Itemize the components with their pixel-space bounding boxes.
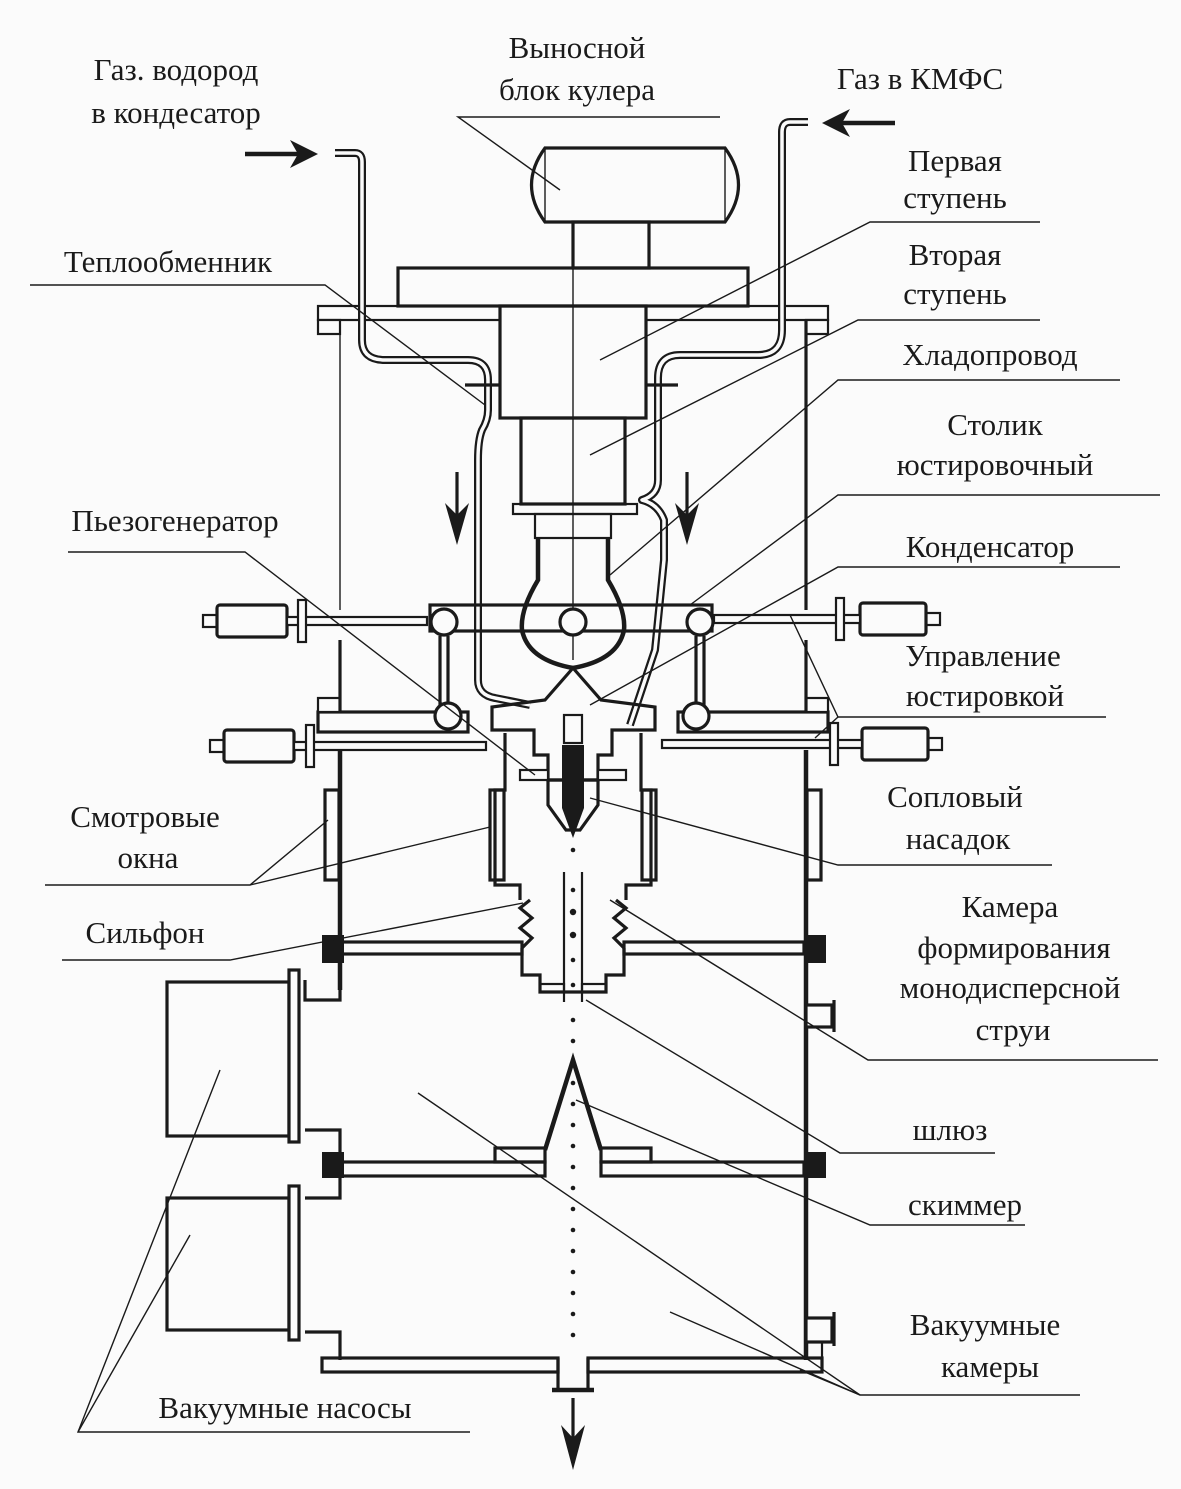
condenser: [490, 665, 657, 782]
droplet: [570, 1206, 576, 1212]
droplet: [570, 1311, 576, 1317]
droplet: [570, 1059, 576, 1065]
label-vacuum-pumps: Вакуумные насосы: [158, 1390, 411, 1425]
label-piezo-generator: Пьезогенератор: [71, 503, 278, 538]
label-first-stage-line2: ступень: [903, 180, 1006, 215]
droplet: [570, 1248, 576, 1254]
droplet: [570, 1143, 576, 1149]
droplet: [570, 1038, 576, 1044]
droplet: [570, 847, 576, 853]
label-gas-hydrogen-line2: в кондесатор: [91, 95, 261, 130]
label-remote-block-line1: Выносной: [509, 30, 646, 65]
label-alignment-table-line1: Столик: [947, 407, 1044, 442]
gas-line-right: [626, 118, 808, 727]
label-jet-chamber-line1: Камера: [962, 889, 1059, 924]
viewing-window-right: [640, 788, 823, 882]
droplet: [570, 1101, 576, 1107]
leader-lines: [30, 116, 1160, 1433]
lock-tube: [562, 872, 584, 1002]
droplet: [569, 908, 577, 916]
gas-line-left: [335, 149, 531, 709]
droplet: [570, 957, 576, 963]
droplet: [569, 931, 577, 939]
label-viewing-windows: Смотровые окна: [70, 799, 220, 875]
label-gas-hydrogen: Газ. водород в кондесатор: [91, 52, 261, 130]
label-jet-chamber-line2: формирования: [917, 930, 1110, 965]
label-nozzle-line1: Сопловый: [887, 779, 1023, 814]
label-remote-block: Выносной блок кулера: [499, 30, 655, 107]
viewing-window-left: [323, 788, 506, 882]
label-cold-duct: Хладопровод: [902, 337, 1078, 372]
label-lock: шлюз: [913, 1112, 988, 1147]
label-alignment-control-line1: Управление: [905, 638, 1060, 673]
label-skimmer: скиммер: [908, 1187, 1022, 1222]
label-viewing-windows-line2: окна: [118, 840, 179, 875]
inflow-arrow-left-icon: [245, 140, 318, 168]
inflow-arrow-right-icon: [822, 109, 895, 137]
droplet: [570, 887, 576, 893]
exhaust-arrow-icon: [561, 1398, 585, 1470]
vacuum-pump-upper: [165, 968, 301, 1144]
side-port-right-upper: [804, 1000, 836, 1032]
label-bellows: Сильфон: [85, 915, 204, 950]
label-heat-exchanger: Теплообменник: [64, 244, 273, 279]
droplet-stream: [569, 847, 577, 1338]
droplet: [570, 982, 576, 988]
label-nozzle: Сопловый насадок: [887, 779, 1023, 856]
label-second-stage-line1: Вторая: [909, 237, 1002, 272]
label-alignment-control-line2: юстировкой: [906, 678, 1064, 713]
cooler-neck: [571, 220, 651, 270]
label-jet-chamber-line4: струи: [976, 1012, 1051, 1047]
top-plate: [316, 304, 830, 336]
actuator-upper-right[interactable]: [712, 596, 942, 642]
label-nozzle-line2: насадок: [906, 821, 1012, 856]
label-vacuum-chambers-line2: камеры: [941, 1349, 1039, 1384]
droplet: [570, 1164, 576, 1170]
label-remote-block-line2: блок кулера: [499, 72, 655, 107]
label-first-stage: Первая ступень: [903, 143, 1006, 215]
nozzle: [546, 745, 600, 838]
label-viewing-windows-line1: Смотровые: [70, 799, 220, 834]
actuator-lower-right[interactable]: [660, 721, 944, 767]
label-vacuum-chambers: Вакуумные камеры: [910, 1307, 1060, 1384]
divider-plate-upper: [322, 935, 826, 994]
cold-duct-top: [533, 512, 613, 540]
lower-plate-left: [316, 710, 470, 734]
label-alignment-control: Управление юстировкой: [905, 638, 1064, 713]
label-second-stage: Вторая ступень: [903, 237, 1006, 311]
chamber-wall-inner-left: [493, 733, 522, 900]
label-second-stage-line2: ступень: [903, 276, 1006, 311]
divider-plate-middle: [322, 1152, 826, 1178]
chamber-wall-inner-right: [624, 733, 653, 900]
droplet: [570, 1290, 576, 1296]
label-gas-kmfs: Газ в КМФС: [837, 61, 1003, 96]
actuator-lower-left[interactable]: [208, 723, 488, 769]
actuator-upper-left[interactable]: [201, 598, 429, 644]
label-vacuum-chambers-line1: Вакуумные: [910, 1307, 1060, 1342]
droplet: [570, 1269, 576, 1275]
alignment-table: [428, 603, 715, 637]
droplet: [570, 1017, 576, 1023]
droplet: [570, 1080, 576, 1086]
label-alignment-table: Столик юстировочный: [897, 407, 1094, 482]
label-alignment-table-line2: юстировочный: [897, 447, 1094, 482]
label-jet-chamber-line3: монодисперсной: [900, 970, 1121, 1005]
droplet: [570, 1332, 576, 1338]
droplet: [570, 1227, 576, 1233]
cooler-remote-block: [529, 146, 741, 224]
label-condenser: Конденсатор: [906, 529, 1075, 564]
label-gas-hydrogen-line1: Газ. водород: [94, 52, 259, 87]
flow-down-arrow-left-icon: [445, 472, 469, 545]
label-jet-chamber: Камера формирования монодисперсной струи: [900, 889, 1121, 1047]
vacuum-pump-lower: [165, 1184, 301, 1342]
label-first-stage-line1: Первая: [908, 143, 1002, 178]
lower-plate-right: [676, 710, 830, 734]
bottom-plate: [320, 1340, 824, 1393]
bellows: [517, 898, 629, 950]
droplet: [570, 1122, 576, 1128]
droplet: [570, 1185, 576, 1191]
